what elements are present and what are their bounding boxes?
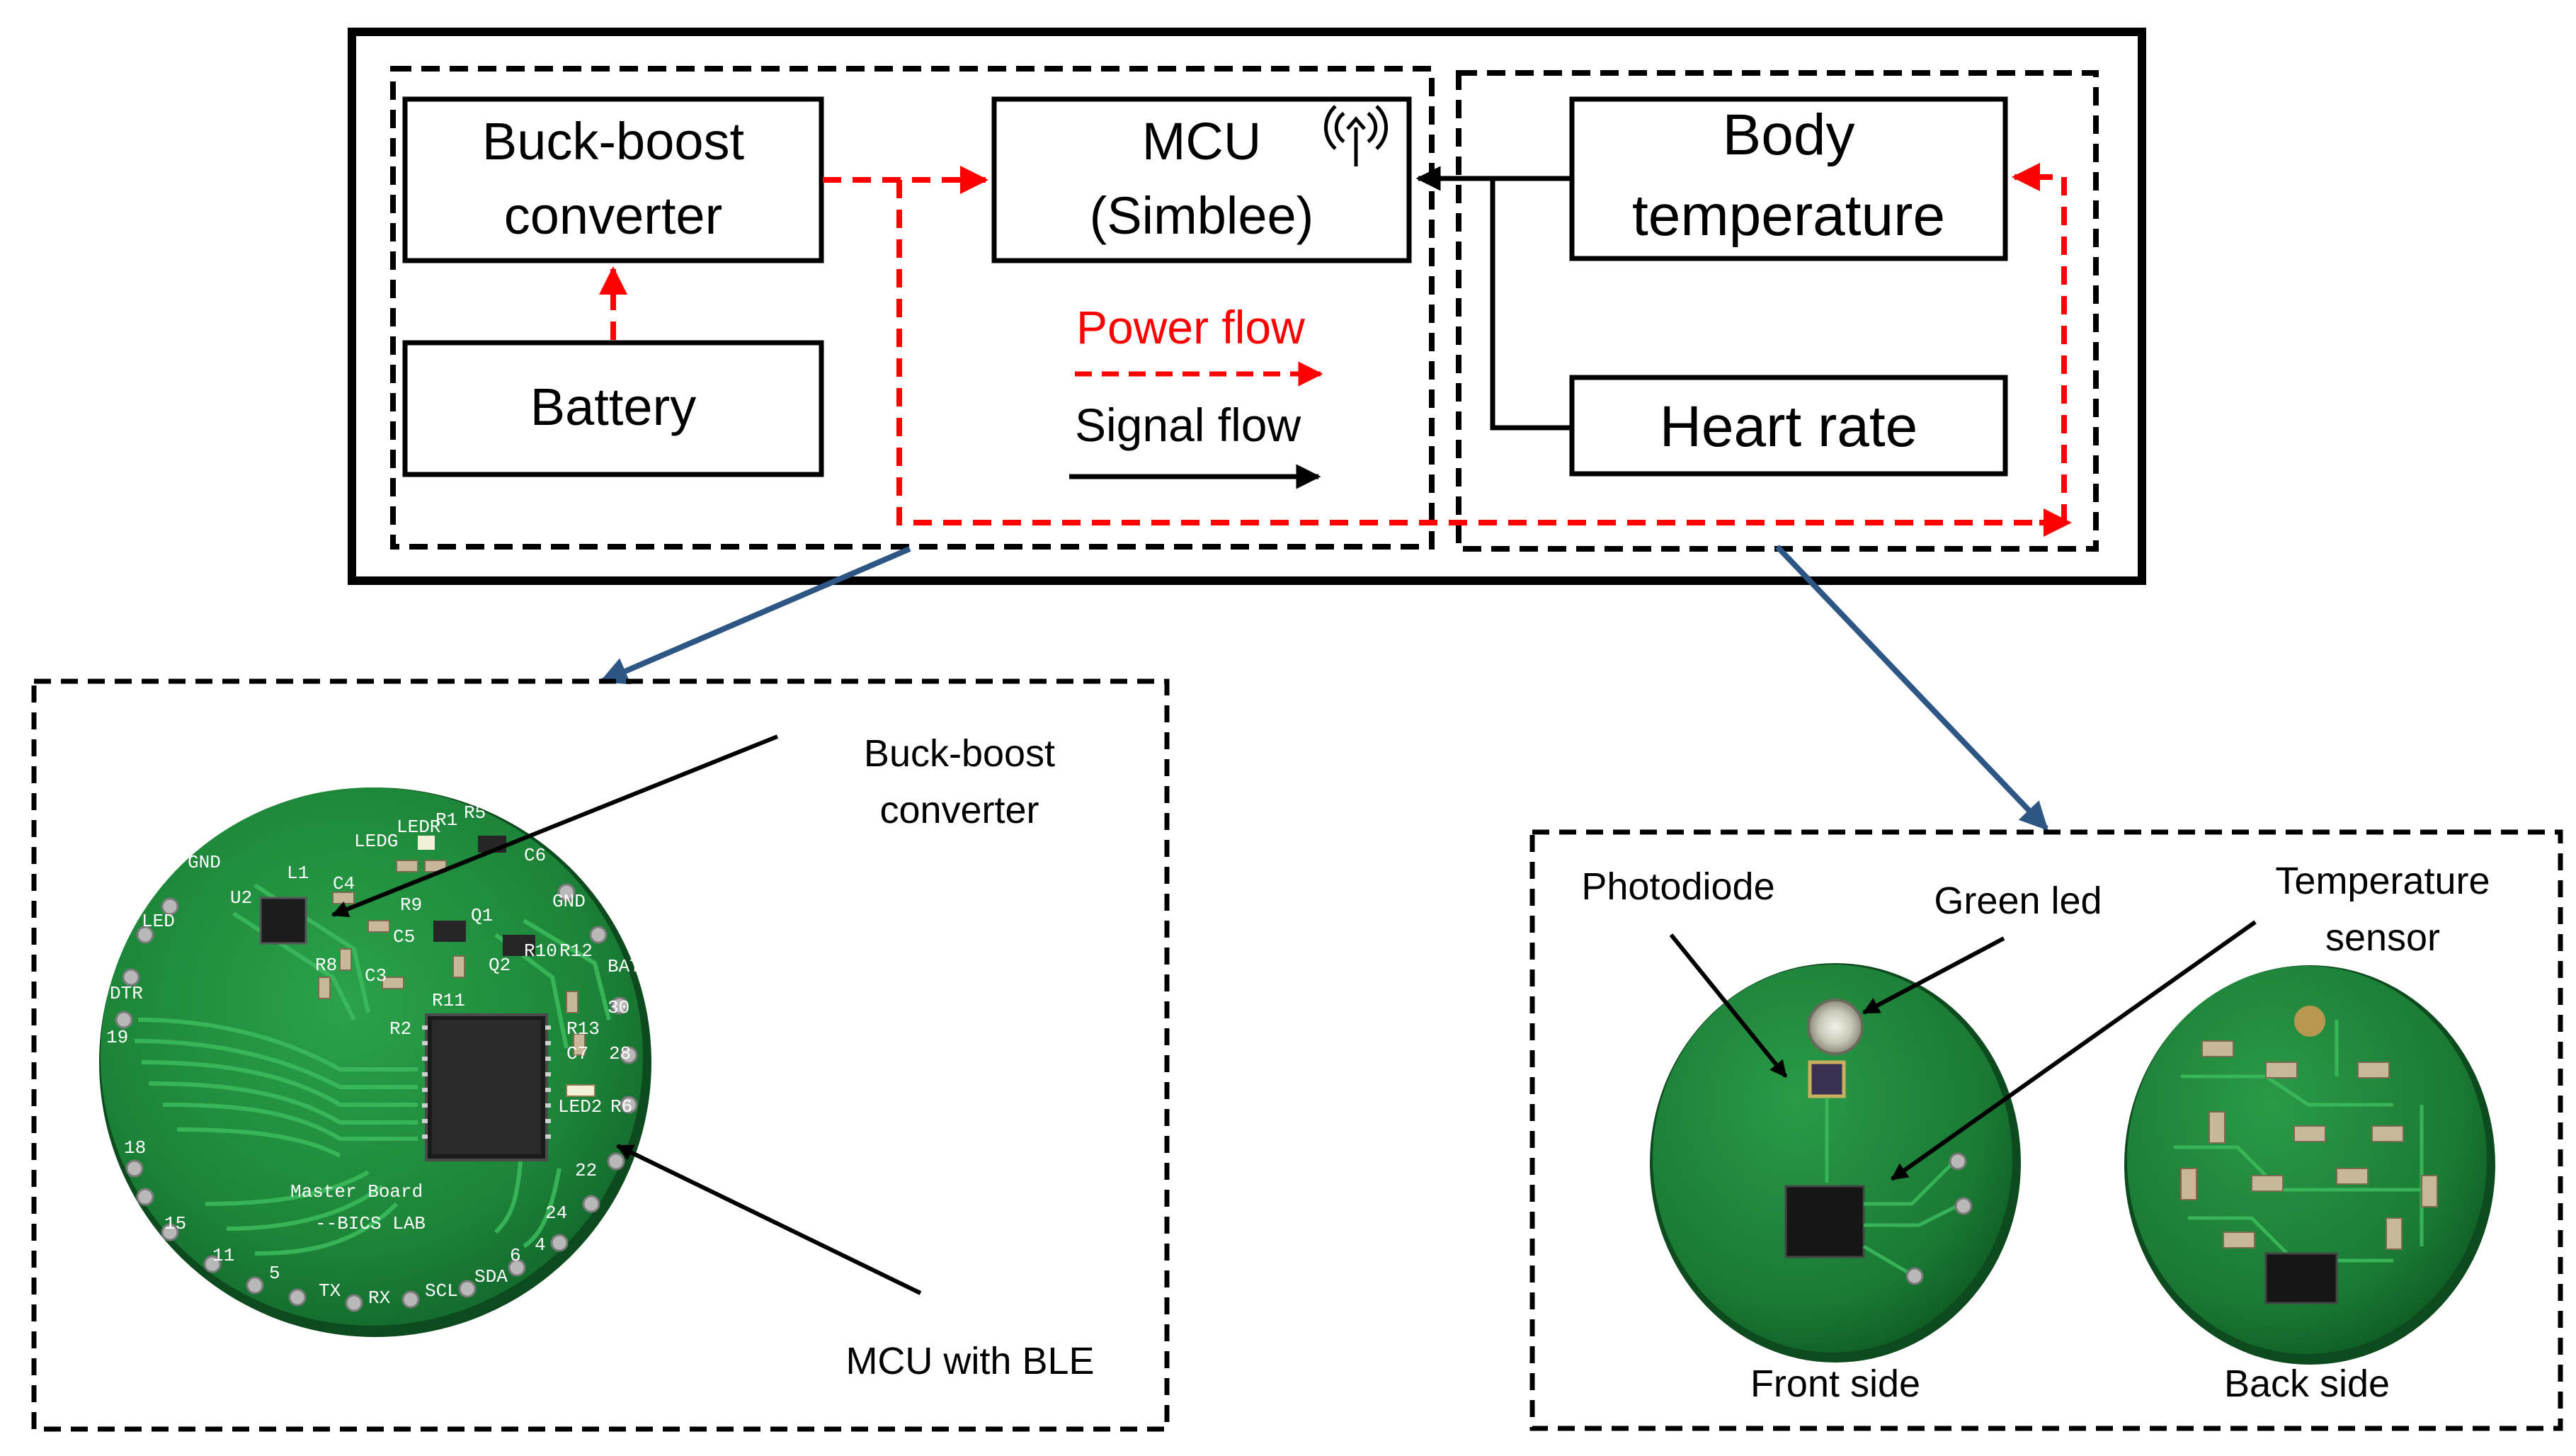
battery-block <box>402 340 824 477</box>
master-board-frame <box>31 678 1170 1432</box>
back-led-component <box>2294 1006 2325 1037</box>
silk-sda: SDA <box>474 1266 508 1287</box>
silk-rx: RX <box>368 1287 391 1309</box>
sensor-board-panel: Photodiode Green led Temperature sensor … <box>1529 829 2563 1431</box>
heart-rate-block <box>1569 375 2008 477</box>
left-dashed-group <box>390 66 1435 550</box>
master-board-photo: Master Board --BICS LAB GND U2 LED DTR 1… <box>99 787 651 1337</box>
silk-pin-18: 18 <box>124 1137 146 1159</box>
silk-q1: Q1 <box>471 905 493 926</box>
sensor-board-frame <box>1529 829 2563 1431</box>
callout-line-mcu <box>615 1144 922 1295</box>
callout-buck-boost-2: converter <box>879 789 1039 831</box>
silk-pin-6: 6 <box>510 1245 521 1266</box>
body-temperature-label-1: Body <box>1723 103 1855 167</box>
silk-c6: C6 <box>524 845 546 866</box>
silk-scl: SCL <box>425 1280 458 1302</box>
silk-ledg: LEDG <box>354 831 398 852</box>
silk-r11: R11 <box>432 990 465 1011</box>
pointer-to-master-board <box>599 546 911 685</box>
antenna-icon <box>1324 105 1388 166</box>
pointer-to-sensor-board <box>1775 545 2048 831</box>
callout-photodiode: Photodiode <box>1581 865 1774 908</box>
sensor-board-front-photo <box>1650 963 2021 1363</box>
silk-board-subtitle: --BICS LAB <box>315 1213 426 1234</box>
signal-flow-lines <box>1415 166 1571 431</box>
silk-pin-30: 30 <box>608 997 629 1018</box>
legend-power-flow-label: Power flow <box>1076 301 1305 353</box>
caption-back-side: Back side <box>2224 1363 2390 1405</box>
silk-pin-24: 24 <box>545 1202 567 1224</box>
heart-rate-label: Heart rate <box>1660 394 1918 459</box>
silk-c5: C5 <box>393 926 415 948</box>
temperature-sensor-chip <box>1784 1185 1865 1258</box>
back-chip <box>2264 1252 2338 1304</box>
callout-temp-sensor-2: sensor <box>2325 916 2440 959</box>
silk-tx: TX <box>319 1280 341 1302</box>
outer-frame <box>348 28 2146 585</box>
silk-c4: C4 <box>333 873 355 894</box>
photodiode-component <box>1808 1060 1846 1098</box>
silk-r10: R10 <box>524 940 557 962</box>
silk-pin-5: 5 <box>269 1263 280 1284</box>
callout-line-photodiode <box>1669 933 1788 1078</box>
legend: Power flow Signal flow <box>1069 301 1323 489</box>
power-to-body-temp <box>2012 163 2067 523</box>
silk-ledr: LEDR <box>397 817 440 838</box>
silk-r12: R12 <box>559 940 593 962</box>
silk-pin-28: 28 <box>609 1043 631 1064</box>
power-flow-lines <box>599 163 2072 537</box>
silk-r13: R13 <box>566 1018 600 1040</box>
silk-q2: Q2 <box>489 955 511 976</box>
silk-r1: R1 <box>435 809 457 831</box>
silk-r6: R6 <box>610 1096 632 1117</box>
callout-green-led: Green led <box>1934 880 2102 922</box>
silk-bat: BAT <box>608 956 641 977</box>
silk-gnd-right: GND <box>552 891 586 912</box>
silk-pin-15: 15 <box>164 1213 186 1234</box>
silk-dtr: DTR <box>110 983 143 1004</box>
silk-u2: U2 <box>230 887 252 909</box>
silk-c3: C3 <box>365 965 387 986</box>
buck-boost-label-1: Buck-boost <box>482 112 745 171</box>
mcu-label-2: (Simblee) <box>1090 186 1314 245</box>
callout-buck-boost-1: Buck-boost <box>864 732 1055 775</box>
silk-pin-gnd-left: GND <box>188 852 221 873</box>
legend-signal-flow-label: Signal flow <box>1075 399 1301 451</box>
callout-line-temp-sensor <box>1891 920 2257 1181</box>
silk-led2: LED2 <box>558 1096 602 1117</box>
callout-line-buck-boost <box>331 734 779 918</box>
power-bus <box>896 180 2064 525</box>
signal-hr-to-bus <box>1490 178 1571 431</box>
silk-l1: L1 <box>287 863 309 884</box>
silk-r2: R2 <box>389 1018 411 1040</box>
master-board-panel: Master Board --BICS LAB GND U2 LED DTR 1… <box>31 678 1170 1432</box>
silk-pin-22: 22 <box>575 1160 597 1181</box>
silk-r5: R5 <box>464 802 486 824</box>
silk-pin-19: 19 <box>106 1027 128 1048</box>
callout-temp-sensor-1: Temperature <box>2275 860 2490 902</box>
block-diagram: Buck-boost converter Battery MCU (Simble… <box>348 28 2146 831</box>
sensor-board-back-photo <box>2124 965 2495 1365</box>
silk-c7: C7 <box>566 1043 588 1064</box>
caption-front-side: Front side <box>1750 1363 1920 1405</box>
silk-pin-4: 4 <box>535 1234 546 1256</box>
callout-line-green-led <box>1862 936 2005 1015</box>
mcu-block <box>991 96 1412 263</box>
battery-label: Battery <box>530 377 696 436</box>
silk-r8: R8 <box>315 955 337 976</box>
buck-boost-label-2: converter <box>504 186 722 245</box>
silk-pin-11: 11 <box>212 1245 234 1266</box>
body-temperature-label-2: temperature <box>1632 183 1945 248</box>
silk-led: LED <box>142 911 175 932</box>
body-temperature-block <box>1569 96 2008 261</box>
silk-r9: R9 <box>400 894 422 916</box>
callout-mcu-with-ble: MCU with BLE <box>845 1340 1094 1382</box>
silk-board-title: Master Board <box>290 1181 423 1202</box>
buck-boost-block <box>402 96 824 263</box>
green-led-component <box>1807 999 1864 1055</box>
mcu-label-1: MCU <box>1142 112 1262 171</box>
